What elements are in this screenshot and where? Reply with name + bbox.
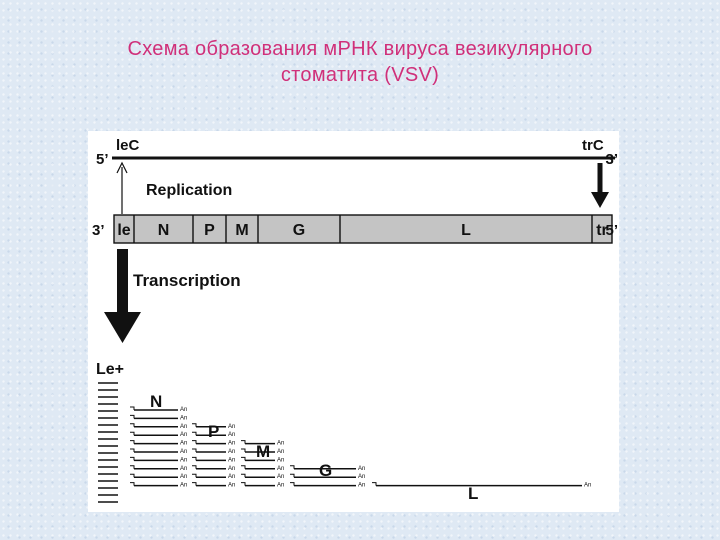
poly-a-tail: An bbox=[228, 457, 235, 463]
cap-mark bbox=[241, 448, 246, 452]
poly-a-tail: An bbox=[180, 424, 187, 430]
poly-a-tail: An bbox=[358, 483, 365, 489]
cap-mark bbox=[241, 482, 246, 486]
cap-mark bbox=[130, 423, 135, 427]
poly-a-tail: An bbox=[180, 407, 187, 413]
replication-up-arrowhead bbox=[116, 161, 128, 174]
poly-a-tail: An bbox=[228, 424, 235, 430]
transcription-arrowhead bbox=[104, 312, 141, 343]
poly-a-tail: An bbox=[277, 466, 284, 472]
poly-a-tail: An bbox=[358, 466, 365, 472]
genome-segment-m: M bbox=[235, 222, 248, 239]
poly-a-tail: An bbox=[228, 449, 235, 455]
poly-a-tail: An bbox=[180, 474, 187, 480]
poly-a-tail: An bbox=[180, 449, 187, 455]
poly-a-tail: An bbox=[228, 441, 235, 447]
genome-segment-g: G bbox=[293, 222, 305, 239]
poly-a-tail: An bbox=[584, 483, 591, 489]
cap-mark bbox=[130, 414, 135, 419]
transcript-label-p: P bbox=[208, 422, 219, 441]
poly-a-tail: An bbox=[277, 474, 284, 480]
cap-mark bbox=[192, 440, 197, 444]
transcript-label-l: L bbox=[468, 484, 478, 503]
cap-mark bbox=[192, 456, 197, 461]
genome-5prime: 5’ bbox=[605, 222, 618, 239]
cap-mark bbox=[130, 406, 135, 410]
poly-a-tail: An bbox=[180, 483, 187, 489]
transcript-group-l: L An bbox=[372, 482, 591, 503]
top-strand-3prime: 3’ bbox=[605, 151, 618, 168]
cap-mark bbox=[192, 431, 197, 436]
poly-a-tail: An bbox=[277, 449, 284, 455]
replication-down-arrowhead bbox=[591, 192, 609, 208]
leader-rna-lines bbox=[98, 382, 118, 503]
cap-mark bbox=[241, 465, 246, 469]
cap-mark bbox=[130, 473, 135, 478]
cap-mark bbox=[130, 431, 135, 436]
genome-segment-n: N bbox=[158, 222, 170, 239]
cap-mark bbox=[192, 473, 197, 478]
cap-mark bbox=[192, 423, 197, 427]
cap-mark bbox=[130, 448, 135, 452]
cap-mark bbox=[241, 440, 246, 444]
poly-a-tail: An bbox=[228, 466, 235, 472]
poly-a-tail: An bbox=[180, 466, 187, 472]
poly-a-tail: An bbox=[180, 457, 187, 463]
transcript-label-n: N bbox=[150, 392, 162, 411]
poly-a-tail: An bbox=[228, 483, 235, 489]
transcription-arrow-shaft bbox=[117, 249, 128, 312]
genome-segment-le: le bbox=[117, 222, 130, 239]
cap-mark bbox=[241, 456, 246, 461]
leader-label: Le+ bbox=[96, 361, 124, 378]
poly-a-tail: An bbox=[228, 474, 235, 480]
cap-mark bbox=[130, 456, 135, 461]
cap-mark bbox=[241, 473, 246, 478]
cap-mark bbox=[192, 465, 197, 469]
transcript-label-g: G bbox=[319, 461, 332, 480]
poly-a-tail: An bbox=[277, 457, 284, 463]
cap-mark bbox=[130, 482, 135, 486]
genome-segment-tr: tr bbox=[596, 222, 608, 239]
trc-label: trC bbox=[582, 137, 604, 154]
cap-mark bbox=[130, 465, 135, 469]
cap-mark bbox=[290, 482, 295, 486]
top-strand-5prime: 5’ bbox=[96, 151, 109, 168]
cap-mark bbox=[130, 440, 135, 444]
genome-segment-l: L bbox=[461, 222, 471, 239]
top-strand: 5’ leC trC 3’ bbox=[96, 137, 618, 168]
cap-mark bbox=[192, 448, 197, 452]
replication-label: Replication bbox=[146, 182, 232, 199]
poly-a-tail: An bbox=[277, 441, 284, 447]
title-line-2: стоматита (VSV) bbox=[280, 64, 440, 86]
cap-mark bbox=[192, 482, 197, 486]
poly-a-tail: An bbox=[228, 432, 235, 438]
transcription-label: Transcription bbox=[133, 271, 241, 290]
poly-a-tail: An bbox=[180, 441, 187, 447]
lec-label: leC bbox=[116, 137, 140, 154]
poly-a-tail: An bbox=[358, 474, 365, 480]
slide-title: Схема образования мРНК вируса везикулярн… bbox=[0, 36, 720, 88]
genome-3prime: 3’ bbox=[92, 222, 105, 239]
poly-a-tail: An bbox=[277, 483, 284, 489]
poly-a-tail: An bbox=[180, 432, 187, 438]
cap-mark bbox=[290, 473, 295, 478]
poly-a-tail: An bbox=[180, 415, 187, 421]
title-line-1: Схема образования мРНК вируса везикулярн… bbox=[127, 38, 593, 60]
cap-mark bbox=[290, 465, 295, 469]
cap-mark bbox=[372, 482, 377, 486]
genome-segment-p: P bbox=[204, 222, 215, 239]
